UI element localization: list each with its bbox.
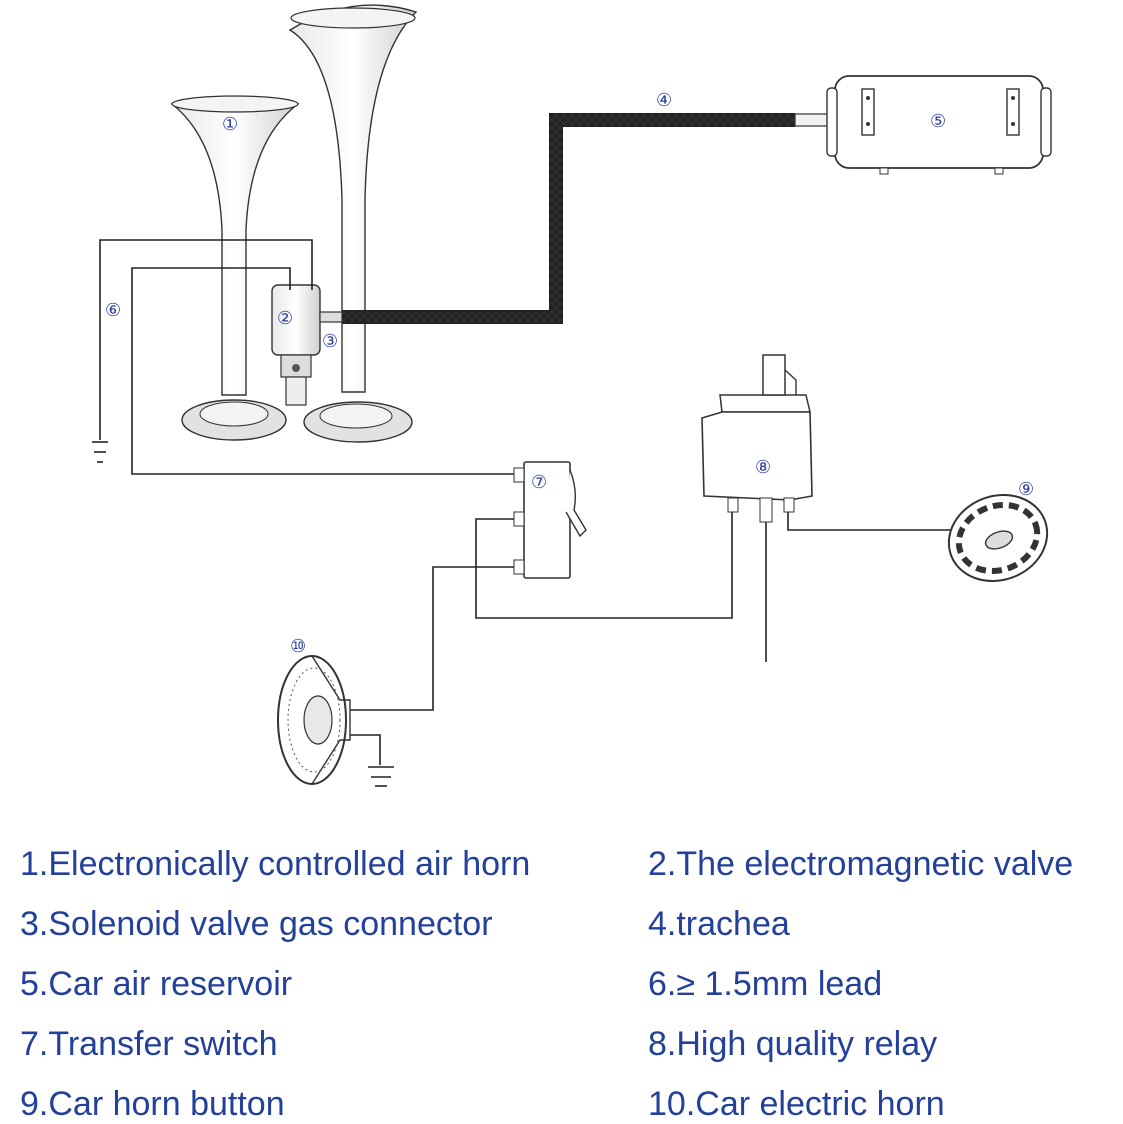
legend-item-7: 7.Transfer switch [20, 1025, 278, 1063]
ground-symbol-bottom [368, 766, 394, 787]
callout-8: ⑧ [755, 457, 771, 478]
trachea-hose [342, 113, 795, 324]
legend-item-2: 2.The electromagnetic valve [648, 845, 1074, 883]
horn-button [947, 493, 1049, 583]
transfer-switch [513, 461, 587, 579]
callout-6: ⑥ [105, 300, 121, 321]
wiring-diagram: ① ② ③ ④ ⑤ ⑥ ⑦ ⑧ ⑨ ⑩ [92, 4, 1052, 787]
legend-item-10: 10.Car electric horn [648, 1085, 945, 1123]
legend-item-6: 6.≥ 1.5mm lead [648, 965, 883, 1003]
callout-5: ⑤ [930, 111, 946, 132]
legend-item-1: 1.Electronically controlled air horn [20, 845, 531, 883]
callout-7: ⑦ [531, 472, 547, 493]
callout-3: ③ [322, 331, 338, 352]
callout-9: ⑨ [1018, 479, 1034, 500]
ground-symbol-left [92, 441, 108, 463]
legend-item-5: 5.Car air reservoir [20, 965, 293, 1003]
legend-item-3: 3.Solenoid valve gas connector [20, 905, 493, 943]
legend: 1.Electronically controlled air horn 2.T… [0, 830, 1123, 1123]
callout-4: ④ [656, 90, 672, 111]
air-reservoir [826, 75, 1052, 175]
callout-10: ⑩ [290, 636, 306, 657]
callout-2: ② [277, 308, 293, 329]
relay [701, 354, 813, 523]
legend-item-9: 9.Car horn button [20, 1085, 285, 1123]
short-air-horn [170, 95, 300, 441]
legend-item-4: 4.trachea [648, 905, 790, 943]
electric-horn [277, 655, 351, 785]
legend-item-8: 8.High quality relay [648, 1025, 938, 1063]
callout-1: ① [222, 114, 238, 135]
gas-connector [319, 311, 343, 323]
lead-wires [99, 239, 950, 765]
solenoid-valve [271, 284, 321, 406]
tall-air-horn [288, 4, 418, 443]
